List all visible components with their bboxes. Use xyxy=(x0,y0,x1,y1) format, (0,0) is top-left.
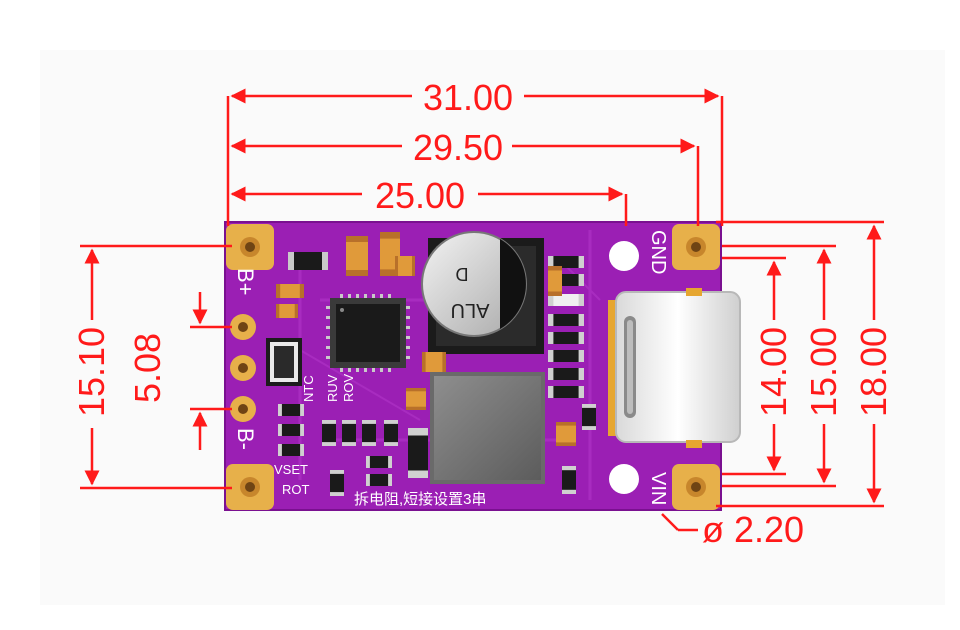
smd-part xyxy=(422,352,446,372)
label-b-plus: B+ xyxy=(233,268,258,296)
dimension-texts: 31.00 29.50 25.00 15.10 5.08 14.00 15.00… xyxy=(71,77,894,550)
smd-part xyxy=(362,420,376,446)
smd-part xyxy=(548,256,584,268)
smd-part xyxy=(276,304,298,318)
label-rov: ROV xyxy=(341,374,356,403)
label-note: 拆电阻,短接设置3串 xyxy=(354,491,487,508)
dim-pin-pitch: 5.08 xyxy=(127,333,168,403)
smd-part xyxy=(322,420,336,446)
qfn-ic-icon xyxy=(326,294,410,372)
smd-part xyxy=(548,314,584,326)
smd-part xyxy=(562,466,576,494)
dim-right-outer: 18.00 xyxy=(853,327,894,417)
smd-part xyxy=(278,424,304,436)
dim-right-inner: 14.00 xyxy=(753,327,794,417)
label-gnd: GND xyxy=(647,230,669,274)
smd-part xyxy=(330,470,344,496)
smd-part xyxy=(556,422,576,446)
dim-width-outer: 31.00 xyxy=(423,77,513,118)
smd-part xyxy=(276,284,304,298)
label-vin: VIN xyxy=(647,472,669,505)
smd-part xyxy=(366,474,392,486)
smd-part xyxy=(548,368,584,380)
smd-part xyxy=(288,252,328,270)
capacitor-text-alu: ALU xyxy=(451,299,490,321)
smd-part xyxy=(408,428,428,478)
pad-bottom-left xyxy=(226,464,274,510)
label-ntc: NTC xyxy=(301,375,316,402)
dim-hole-diameter: ø 2.20 xyxy=(702,509,804,550)
mounting-hole-bottom xyxy=(609,464,639,494)
usb-c-connector-icon xyxy=(608,288,741,448)
smd-part xyxy=(548,332,584,344)
smd-part xyxy=(548,294,584,306)
header-pads xyxy=(230,314,256,422)
pad-vin xyxy=(672,464,720,510)
smd-part xyxy=(548,386,584,398)
smd-part xyxy=(278,404,304,416)
dim-left-height: 15.10 xyxy=(71,327,112,417)
smd-part xyxy=(406,388,426,410)
smd-part xyxy=(395,256,415,276)
smd-part xyxy=(342,420,356,446)
dim-right-mid: 15.00 xyxy=(803,327,844,417)
label-rot: ROT xyxy=(282,482,310,497)
label-vset: VSET xyxy=(274,462,308,477)
mounting-hole-top xyxy=(609,241,639,271)
inductor-icon xyxy=(430,372,545,484)
smd-part xyxy=(278,444,304,456)
pad-top-left xyxy=(226,224,274,270)
electrolytic-capacitor-icon: ALU D xyxy=(421,231,544,354)
smd-components xyxy=(276,232,596,496)
dim-width-mid: 29.50 xyxy=(413,127,503,168)
pad-gnd xyxy=(672,224,720,270)
dimension-lines xyxy=(80,88,884,532)
dim-width-inner: 25.00 xyxy=(375,175,465,216)
smd-part xyxy=(384,420,398,446)
label-ruv: RUV xyxy=(325,374,340,402)
smd-part xyxy=(582,404,596,430)
ntc-component xyxy=(266,338,302,386)
label-b-minus: B- xyxy=(233,428,258,450)
smd-part xyxy=(366,456,392,468)
capacitor-text-d: D xyxy=(456,264,469,284)
smd-part xyxy=(548,266,562,296)
smd-part xyxy=(346,236,368,276)
smd-part xyxy=(548,350,584,362)
